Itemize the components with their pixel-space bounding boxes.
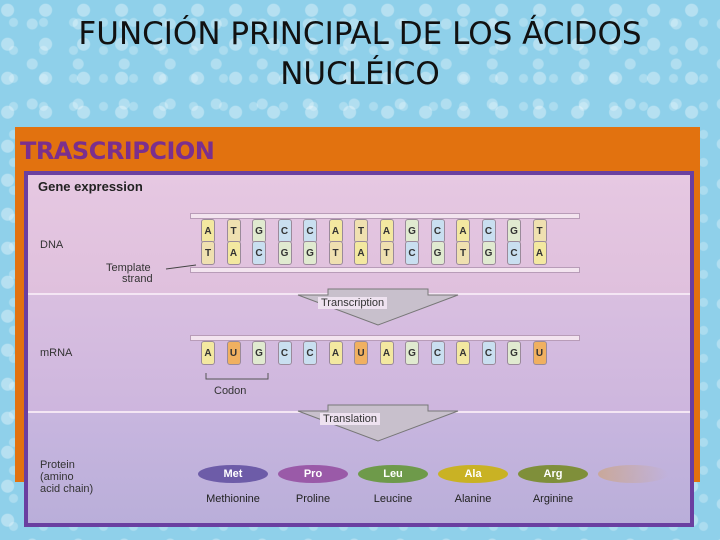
mrna-base-10: A [456, 341, 470, 365]
dna-top-base-13: T [532, 219, 547, 243]
amino-acid-name-arg: Arginine [532, 493, 574, 505]
dna-top-base-8: G [405, 219, 419, 243]
dna-bottom-base-7: T [379, 241, 394, 265]
dna-bottom-base-6: A [354, 241, 368, 265]
dna-top-base-11: C [481, 219, 496, 243]
dna-bottom-base-8: C [405, 241, 419, 265]
mrna-base-0: A [201, 341, 215, 365]
amino-acid-ala: Ala [438, 465, 508, 483]
dna-bottom-base-4: G [303, 241, 317, 265]
slide-title-line-1: FUNCIÓN PRINCIPAL DE LOS ÁCIDOS [78, 16, 642, 52]
mrna-base-9: C [430, 341, 445, 365]
dna-top-base-12: G [507, 219, 521, 243]
protein-label-line-3: acid chain) [40, 483, 94, 495]
dna-top-base-3: C [277, 219, 292, 243]
amino-acid-pro: Pro [278, 465, 348, 483]
mrna-base-6: U [354, 341, 368, 365]
dna-top-base-2: G [252, 219, 266, 243]
codon-bracket [205, 373, 269, 380]
amino-acid-fading [598, 465, 668, 483]
template-label-line-2: strand [122, 273, 153, 285]
transcription-label: Transcription [318, 297, 388, 309]
mrna-base-12: G [507, 341, 521, 365]
amino-acid-name-leu: Leucine [373, 493, 413, 505]
mrna-base-3: C [277, 341, 292, 365]
amino-acid-arg: Arg [518, 465, 588, 483]
mrna-base-5: A [328, 341, 343, 365]
dna-top-base-10: A [456, 219, 470, 243]
slide-title-line-2: NUCLÉICO [280, 56, 440, 92]
dna-bottom-base-10: T [456, 241, 470, 265]
figure-title: Gene expression [38, 179, 143, 194]
dna-bottom-base-5: T [328, 241, 343, 265]
mrna-label: mRNA [40, 347, 73, 359]
mrna-backbone [190, 335, 580, 341]
protein-label-line-2: (amino [40, 471, 74, 483]
protein-label: Protein (amino acid chain) [40, 459, 93, 495]
dna-top-base-0: A [201, 219, 215, 243]
dna-bottom-base-12: C [507, 241, 521, 265]
dna-top-base-1: T [226, 219, 241, 243]
section-label: TRASCRIPCION [20, 137, 215, 165]
dna-top-base-6: T [354, 219, 368, 243]
dna-bottom-base-2: C [252, 241, 266, 265]
dna-bottom-base-11: G [481, 241, 496, 265]
dna-bottom-base-0: T [201, 241, 215, 265]
amino-acid-name-met: Methionine [206, 493, 260, 505]
amino-acid-name-pro: Proline [295, 493, 331, 505]
template-pointer-line [165, 264, 197, 270]
mrna-base-13: U [532, 341, 547, 365]
mrna-base-8: G [405, 341, 419, 365]
slide-title: FUNCIÓN PRINCIPAL DE LOS ÁCIDOS NUCLÉICO [0, 14, 720, 94]
dna-top-base-7: A [379, 219, 394, 243]
mrna-base-7: A [379, 341, 394, 365]
dna-top-base-5: A [328, 219, 343, 243]
gene-expression-figure: Gene expression DNA Template strand Tran… [24, 171, 694, 527]
dna-bottom-base-3: G [277, 241, 292, 265]
dna-bottom-base-9: G [430, 241, 445, 265]
template-strand-label: Template strand [106, 263, 153, 285]
dna-top-backbone [190, 213, 580, 219]
dna-bottom-base-13: A [532, 241, 547, 265]
template-label-line-1: Template [106, 262, 151, 274]
dna-label: DNA [40, 239, 64, 251]
dna-top-base-4: C [303, 219, 317, 243]
amino-acid-leu: Leu [358, 465, 428, 483]
dna-bottom-backbone [190, 267, 580, 273]
amino-acid-met: Met [198, 465, 268, 483]
dna-bottom-base-1: A [226, 241, 241, 265]
mrna-base-4: C [303, 341, 317, 365]
mrna-base-2: G [252, 341, 266, 365]
dna-top-base-9: C [430, 219, 445, 243]
protein-label-line-1: Protein [40, 459, 75, 471]
translation-label: Translation [320, 413, 381, 425]
mrna-base-11: C [481, 341, 496, 365]
mrna-base-1: U [226, 341, 241, 365]
amino-acid-name-ala: Alanine [454, 493, 492, 505]
codon-label: Codon [214, 385, 247, 397]
